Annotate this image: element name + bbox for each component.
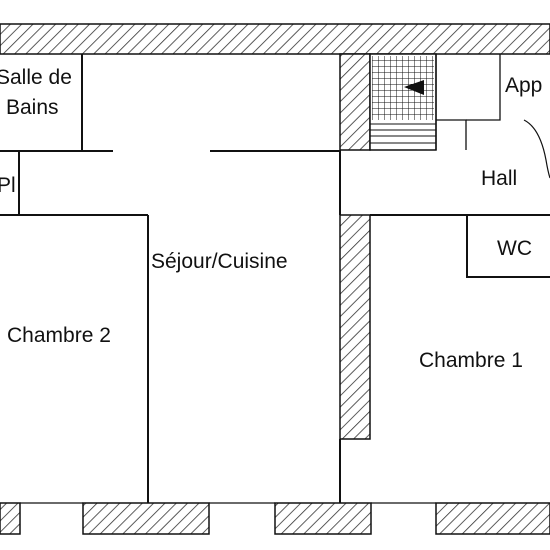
bottom-wall-segment-3 [274,502,372,535]
room-label-wc: WC [497,237,532,260]
entry-door-swing [523,119,550,179]
room-label-salle-de-bains-2: Bains [6,96,59,119]
room-label-salle-de-bains-1: Salle de [0,66,72,89]
room-label-chambre-1: Chambre 1 [419,349,523,372]
room-label-appartement: App [505,74,542,97]
stair-direction-arrow-icon [404,80,424,95]
bottom-wall-segment-2 [82,502,210,535]
bottom-exterior-wall [0,502,550,535]
room-label-chambre-2: Chambre 2 [7,324,111,347]
top-exterior-wall [0,23,550,55]
room-label-placard: Pl [0,174,16,197]
central-wall-upper [339,53,371,151]
interior-partitions [0,54,550,503]
staircase [369,53,501,151]
room-label-sejour-cuisine: Séjour/Cuisine [151,250,288,273]
central-wall-lower [339,214,371,440]
bottom-wall-segment-1 [0,502,21,535]
bottom-wall-segment-4 [435,502,550,535]
room-label-hall: Hall [481,167,517,190]
